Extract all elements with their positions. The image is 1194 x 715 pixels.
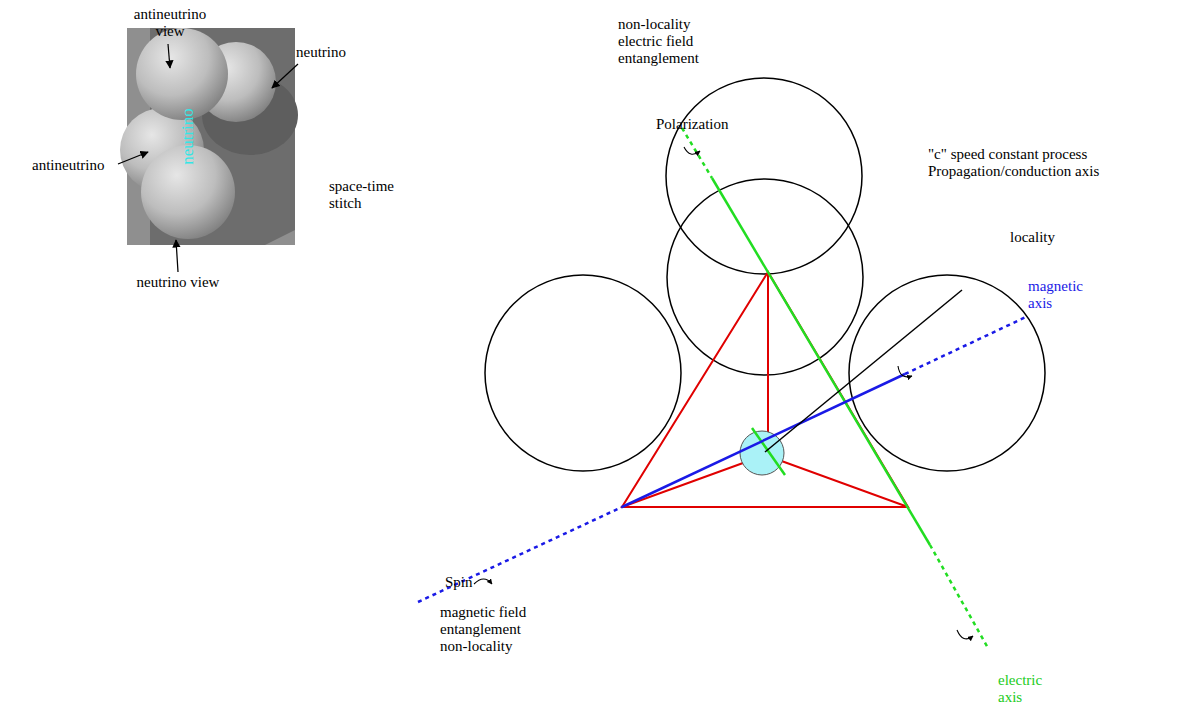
axis-label: magnetic axis <box>1028 278 1098 312</box>
leader-arrows <box>118 44 298 272</box>
axis-note: non-locality electric field entanglement <box>618 16 714 67</box>
sphere-label: antineutrino <box>32 157 122 174</box>
axis-note: "c" speed constant process Propagation/c… <box>928 146 1118 180</box>
render-caption: space-time stitch <box>329 178 409 212</box>
core-circle <box>740 431 784 475</box>
rotation-label: Spin <box>445 574 495 591</box>
axis-note: locality <box>1010 229 1090 246</box>
circles <box>485 78 1045 471</box>
axis-label: electric axis <box>998 672 1068 706</box>
axis-note: magnetic field entanglement non-locality <box>440 604 530 655</box>
magnetic-axis <box>418 316 1028 602</box>
propagation-axis <box>765 290 962 452</box>
rotation-label: Polarization <box>656 116 756 133</box>
sphere-render <box>120 28 298 245</box>
sphere-label: neutrino <box>296 44 376 61</box>
view-label: antineutrino view <box>124 6 216 40</box>
view-label: neutrino view <box>130 274 226 291</box>
electric-axis <box>682 128 988 648</box>
sphere-text: neutrino <box>179 82 196 192</box>
triangle <box>622 272 908 507</box>
rotation-arrows <box>474 147 973 639</box>
